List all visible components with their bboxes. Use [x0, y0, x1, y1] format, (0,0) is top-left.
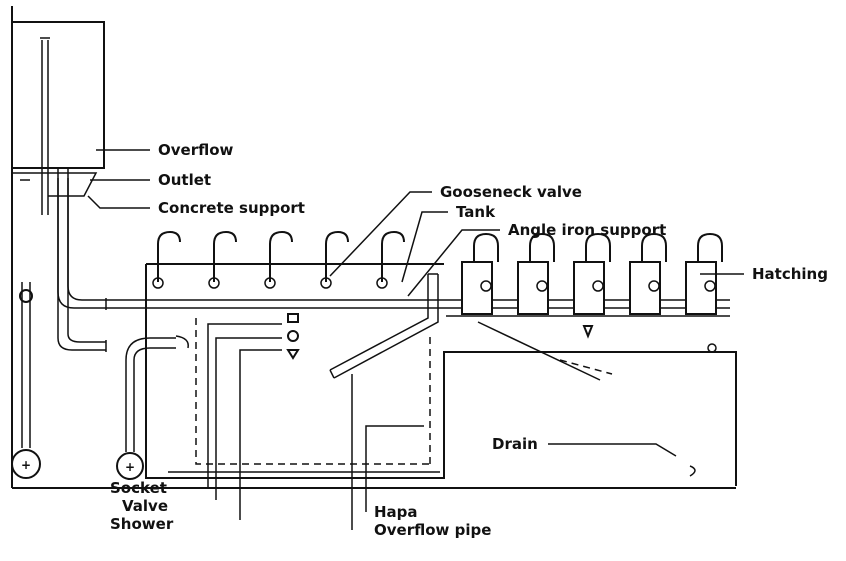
label-shower: Shower	[110, 515, 174, 533]
angle-iron-brace-dashed	[559, 359, 613, 375]
supply-pipe	[106, 299, 730, 317]
labels: Overflow Outlet Concrete support Goosene…	[110, 141, 828, 539]
label-tank: Tank	[456, 203, 496, 221]
label-overflow-pipe: Overflow pipe	[374, 521, 491, 539]
label-outlet: Outlet	[158, 171, 211, 189]
overflow-pipe	[329, 273, 439, 379]
label-concrete-support: Concrete support	[158, 199, 305, 217]
hapa-outline	[195, 318, 430, 465]
label-overflow: Overflow	[158, 141, 234, 159]
drain-fitting	[707, 343, 717, 353]
label-socket: Socket	[110, 479, 167, 497]
label-valve: Valve	[122, 497, 168, 515]
feed-pipes	[40, 37, 107, 352]
drain-outlet	[689, 465, 696, 477]
main-tank	[145, 263, 737, 486]
svg-text:+: +	[125, 460, 135, 474]
right-stand-pipe: +	[116, 335, 189, 480]
left-stand-pipe: +	[11, 282, 41, 479]
leader-lines	[87, 149, 744, 530]
gooseneck-valves	[152, 230, 405, 289]
label-hatching: Hatching	[752, 265, 828, 283]
socket-valve-shower	[286, 313, 594, 360]
label-drain: Drain	[492, 435, 538, 453]
label-gooseneck-valve: Gooseneck valve	[440, 183, 582, 201]
hatching-jars	[461, 232, 723, 315]
label-angle-iron-support: Angle iron support	[508, 221, 666, 239]
label-hapa: Hapa	[374, 503, 418, 521]
angle-iron-brace	[477, 321, 601, 381]
svg-text:+: +	[21, 458, 31, 472]
